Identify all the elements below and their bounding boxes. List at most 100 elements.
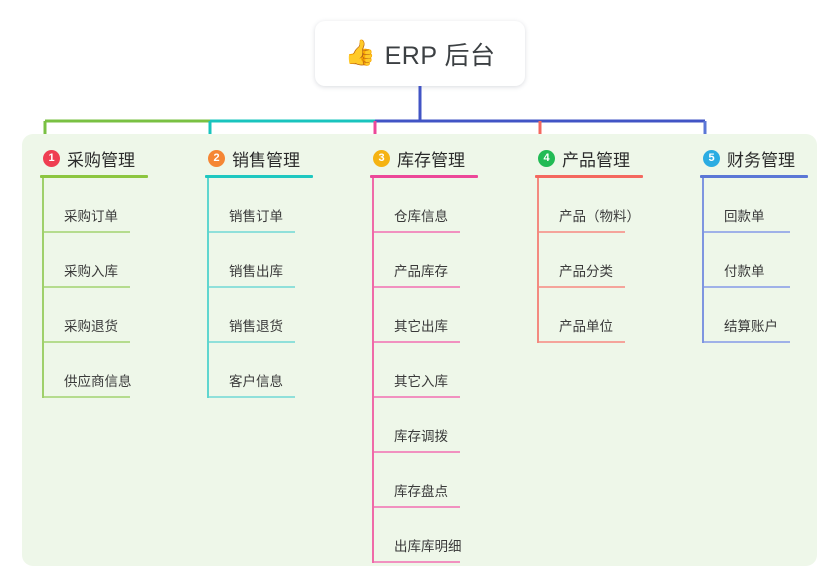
branch-title-3: 库存管理 bbox=[397, 150, 465, 170]
leaf-item-label: 产品库存 bbox=[394, 264, 448, 279]
root-node[interactable]: 👍 ERP 后台 bbox=[315, 21, 525, 86]
leaf-item[interactable]: 库存调拨 bbox=[372, 398, 518, 453]
leaf-item[interactable]: 回款单 bbox=[702, 178, 839, 233]
branch-children-1: 采购订单采购入库采购退货供应商信息 bbox=[40, 178, 188, 398]
leaf-item[interactable]: 产品库存 bbox=[372, 233, 518, 288]
leaf-item-underline bbox=[374, 286, 460, 288]
branch-badge-1: 1 bbox=[43, 149, 60, 167]
leaf-item-label: 库存调拨 bbox=[394, 429, 448, 444]
leaf-item-underline bbox=[44, 341, 130, 343]
leaf-item[interactable]: 结算账户 bbox=[702, 288, 839, 343]
leaf-item-underline bbox=[374, 451, 460, 453]
leaf-item-label: 采购入库 bbox=[64, 264, 118, 279]
leaf-item-label: 供应商信息 bbox=[64, 374, 132, 389]
branch-badge-2: 2 bbox=[208, 149, 225, 167]
leaf-item-label: 产品（物料） bbox=[559, 209, 640, 224]
leaf-item-label: 销售出库 bbox=[229, 264, 283, 279]
branch-column-3: 3 库存管理仓库信息产品库存其它出库其它入库库存调拨库存盘点出库库明细 bbox=[370, 146, 518, 563]
leaf-item[interactable]: 销售订单 bbox=[207, 178, 353, 233]
leaf-item-underline bbox=[704, 341, 790, 343]
leaf-item-underline bbox=[209, 286, 295, 288]
branch-column-5: 5 财务管理回款单付款单结算账户 bbox=[700, 146, 839, 343]
leaf-item-underline bbox=[209, 341, 295, 343]
branch-stem-4 bbox=[537, 178, 539, 343]
leaf-item[interactable]: 付款单 bbox=[702, 233, 839, 288]
leaf-item-underline bbox=[374, 561, 460, 563]
leaf-item-label: 销售退货 bbox=[229, 319, 283, 334]
branch-stem-2 bbox=[207, 178, 209, 398]
leaf-item[interactable]: 其它出库 bbox=[372, 288, 518, 343]
leaf-item[interactable]: 销售退货 bbox=[207, 288, 353, 343]
branch-stem-3 bbox=[372, 178, 374, 563]
branch-children-5: 回款单付款单结算账户 bbox=[700, 178, 839, 343]
branch-underline-2 bbox=[205, 175, 313, 178]
leaf-item[interactable]: 采购退货 bbox=[42, 288, 188, 343]
branch-title-4: 产品管理 bbox=[562, 150, 630, 170]
leaf-item[interactable]: 库存盘点 bbox=[372, 453, 518, 508]
leaf-item[interactable]: 出库库明细 bbox=[372, 508, 518, 563]
leaf-item[interactable]: 采购订单 bbox=[42, 178, 188, 233]
branch-header-3[interactable]: 3 库存管理 bbox=[370, 146, 518, 170]
leaf-item[interactable]: 产品分类 bbox=[537, 233, 683, 288]
branches-panel bbox=[22, 134, 817, 566]
leaf-item[interactable]: 采购入库 bbox=[42, 233, 188, 288]
leaf-item[interactable]: 客户信息 bbox=[207, 343, 353, 398]
leaf-item-label: 产品单位 bbox=[559, 319, 613, 334]
leaf-item-underline bbox=[374, 341, 460, 343]
leaf-item-underline bbox=[374, 396, 460, 398]
leaf-item-underline bbox=[539, 286, 625, 288]
leaf-item-label: 客户信息 bbox=[229, 374, 283, 389]
leaf-item-underline bbox=[209, 231, 295, 233]
leaf-item[interactable]: 供应商信息 bbox=[42, 343, 188, 398]
leaf-item-underline bbox=[704, 286, 790, 288]
branch-badge-4: 4 bbox=[538, 149, 555, 167]
branch-header-5[interactable]: 5 财务管理 bbox=[700, 146, 839, 170]
leaf-item-label: 库存盘点 bbox=[394, 484, 448, 499]
branch-column-4: 4 产品管理产品（物料） 产品分类产品单位 bbox=[535, 146, 683, 343]
leaf-item-label: 结算账户 bbox=[724, 319, 778, 334]
branch-column-2: 2 销售管理销售订单销售出库销售退货客户信息 bbox=[205, 146, 353, 398]
branch-underline-5 bbox=[700, 175, 808, 178]
thumbs-up-icon: 👍 bbox=[344, 39, 376, 67]
leaf-item-underline bbox=[539, 341, 625, 343]
branch-column-1: 1 采购管理采购订单采购入库采购退货供应商信息 bbox=[40, 146, 188, 398]
branch-children-4: 产品（物料） 产品分类产品单位 bbox=[535, 178, 683, 343]
branch-badge-3: 3 bbox=[373, 149, 390, 167]
leaf-item-label: 仓库信息 bbox=[394, 209, 448, 224]
leaf-item-label: 回款单 bbox=[724, 209, 765, 224]
leaf-item[interactable]: 产品单位 bbox=[537, 288, 683, 343]
branch-underline-3 bbox=[370, 175, 478, 178]
leaf-item-label: 出库库明细 bbox=[394, 539, 462, 554]
branch-children-2: 销售订单销售出库销售退货客户信息 bbox=[205, 178, 353, 398]
leaf-item-label: 产品分类 bbox=[559, 264, 613, 279]
branch-header-2[interactable]: 2 销售管理 bbox=[205, 146, 353, 170]
leaf-item-label: 采购订单 bbox=[64, 209, 118, 224]
root-node-label: ERP 后台 bbox=[384, 41, 496, 70]
leaf-item-label: 采购退货 bbox=[64, 319, 118, 334]
leaf-item-label: 付款单 bbox=[724, 264, 765, 279]
leaf-item-underline bbox=[44, 286, 130, 288]
branch-title-2: 销售管理 bbox=[232, 150, 300, 170]
leaf-item[interactable]: 仓库信息 bbox=[372, 178, 518, 233]
branch-title-5: 财务管理 bbox=[727, 150, 795, 170]
branch-title-1: 采购管理 bbox=[67, 150, 135, 170]
leaf-item-underline bbox=[44, 396, 130, 398]
leaf-item-underline bbox=[704, 231, 790, 233]
branch-underline-4 bbox=[535, 175, 643, 178]
leaf-item-underline bbox=[209, 396, 295, 398]
leaf-item-underline bbox=[374, 506, 460, 508]
leaf-item-underline bbox=[539, 231, 625, 233]
leaf-item-underline bbox=[374, 231, 460, 233]
branch-header-1[interactable]: 1 采购管理 bbox=[40, 146, 188, 170]
leaf-item-label: 销售订单 bbox=[229, 209, 283, 224]
leaf-item[interactable]: 销售出库 bbox=[207, 233, 353, 288]
branch-underline-1 bbox=[40, 175, 148, 178]
branch-header-4[interactable]: 4 产品管理 bbox=[535, 146, 683, 170]
leaf-item-label: 其它入库 bbox=[394, 374, 448, 389]
branch-stem-5 bbox=[702, 178, 704, 343]
leaf-item[interactable]: 产品（物料） bbox=[537, 178, 683, 233]
branch-badge-5: 5 bbox=[703, 149, 720, 167]
leaf-item[interactable]: 其它入库 bbox=[372, 343, 518, 398]
branch-children-3: 仓库信息产品库存其它出库其它入库库存调拨库存盘点出库库明细 bbox=[370, 178, 518, 563]
